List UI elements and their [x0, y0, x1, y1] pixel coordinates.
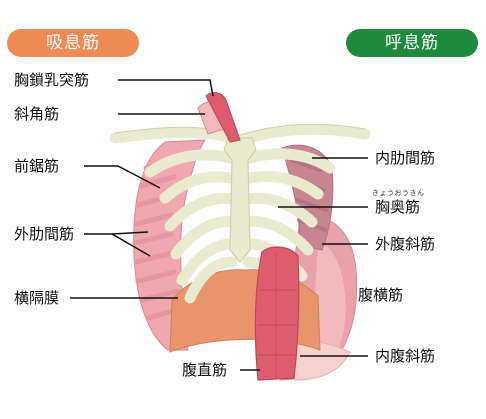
label-scalene: 斜角筋 [14, 105, 60, 123]
label-transversus-abdominis: 腹横筋 [358, 286, 404, 304]
label-serratus-anterior: 前鋸筋 [14, 157, 60, 175]
inhale-muscles-badge: 吸息筋 [7, 29, 139, 57]
rectus-abdominis-muscle [254, 246, 300, 381]
label-internal-oblique: 内腹斜筋 [375, 347, 436, 365]
sternum-bone [223, 137, 257, 263]
exhale-muscles-title: 呼息筋 [385, 33, 439, 53]
inhale-muscles-title: 吸息筋 [46, 33, 100, 53]
label-rectus-abdominis: 腹直筋 [182, 361, 228, 379]
exhale-muscles-badge: 呼息筋 [346, 29, 478, 57]
label-diaphragm: 横隔膜 [14, 289, 60, 307]
label-external-oblique: 外腹斜筋 [375, 235, 436, 253]
leader-lines [70, 79, 368, 371]
sternocleidomastoid-muscle [205, 92, 241, 143]
label-external-intercostal: 外肋間筋 [14, 225, 75, 243]
label-internal-intercostal: 内肋間筋 [375, 149, 436, 167]
label-transversus-thoracis: 胸奥筋 [375, 198, 421, 216]
label-transversus-thoracis-reading: きょうおうきん [372, 189, 425, 197]
label-sternocleidomastoid: 胸鎖乳突筋 [14, 71, 90, 89]
